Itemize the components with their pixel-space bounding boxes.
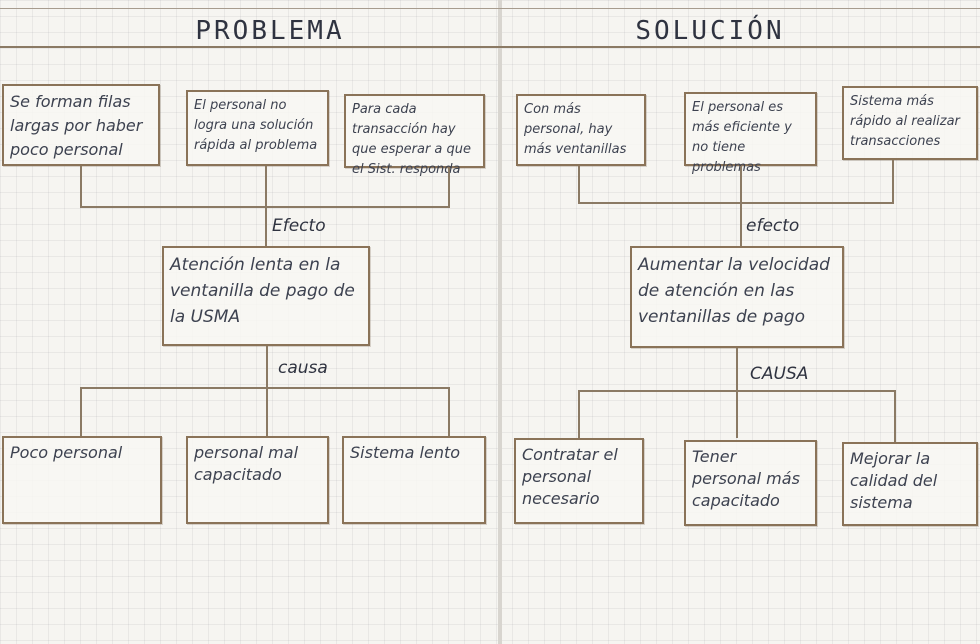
connector — [740, 166, 742, 246]
connector — [80, 387, 82, 437]
solucion-effect-1: Con más personal, hay más ventanillas — [516, 94, 646, 166]
header-rule-bottom — [0, 46, 980, 48]
solucion-cause-label: CAUSA — [750, 364, 809, 384]
connector — [80, 166, 82, 208]
solucion-cause-3: Mejorar la calidad del sistema — [842, 442, 978, 526]
problema-center: Atención lenta en la ventanilla de pago … — [162, 246, 370, 346]
connector — [892, 160, 894, 204]
problema-title: PROBLEMA — [195, 16, 345, 46]
notebook-spine — [498, 0, 502, 644]
problema-cause-1: Poco personal — [2, 436, 162, 524]
causes-bracket — [578, 390, 896, 392]
connector — [448, 387, 450, 437]
solucion-effect-label: efecto — [746, 216, 800, 236]
problema-cause-2: personal mal capacitado — [186, 436, 329, 524]
problema-effect-label: Efecto — [272, 216, 326, 236]
problema-cause-3: Sistema lento — [342, 436, 486, 524]
connector — [578, 166, 580, 204]
effects-bracket — [80, 206, 450, 208]
solucion-center: Aumentar la velocidad de atención en las… — [630, 246, 844, 348]
connector — [448, 168, 450, 208]
causes-bracket — [80, 387, 450, 389]
connector — [578, 390, 580, 438]
problema-effect-3: Para cada transacción hay que esperar a … — [344, 94, 485, 177]
connector — [736, 348, 738, 438]
problema-cause-label: causa — [278, 358, 328, 378]
connector — [894, 390, 896, 442]
solucion-title: SOLUCIÓN — [635, 16, 785, 46]
problema-effect-2: El personal no logra una solución rápida… — [186, 90, 329, 166]
solucion-effect-3: Sistema más rápido al realizar transacci… — [842, 86, 978, 160]
effects-bracket — [578, 202, 894, 204]
header-rule-top — [0, 8, 980, 9]
solucion-cause-2: Tener personal más capacitado — [684, 440, 817, 526]
solucion-cause-1: Contratar el personal necesario — [514, 438, 644, 524]
problema-effect-1: Se forman filas largas por haber poco pe… — [2, 84, 160, 166]
solucion-effect-2: El personal es más eficiente y no tiene … — [684, 92, 817, 175]
connector — [266, 346, 268, 436]
